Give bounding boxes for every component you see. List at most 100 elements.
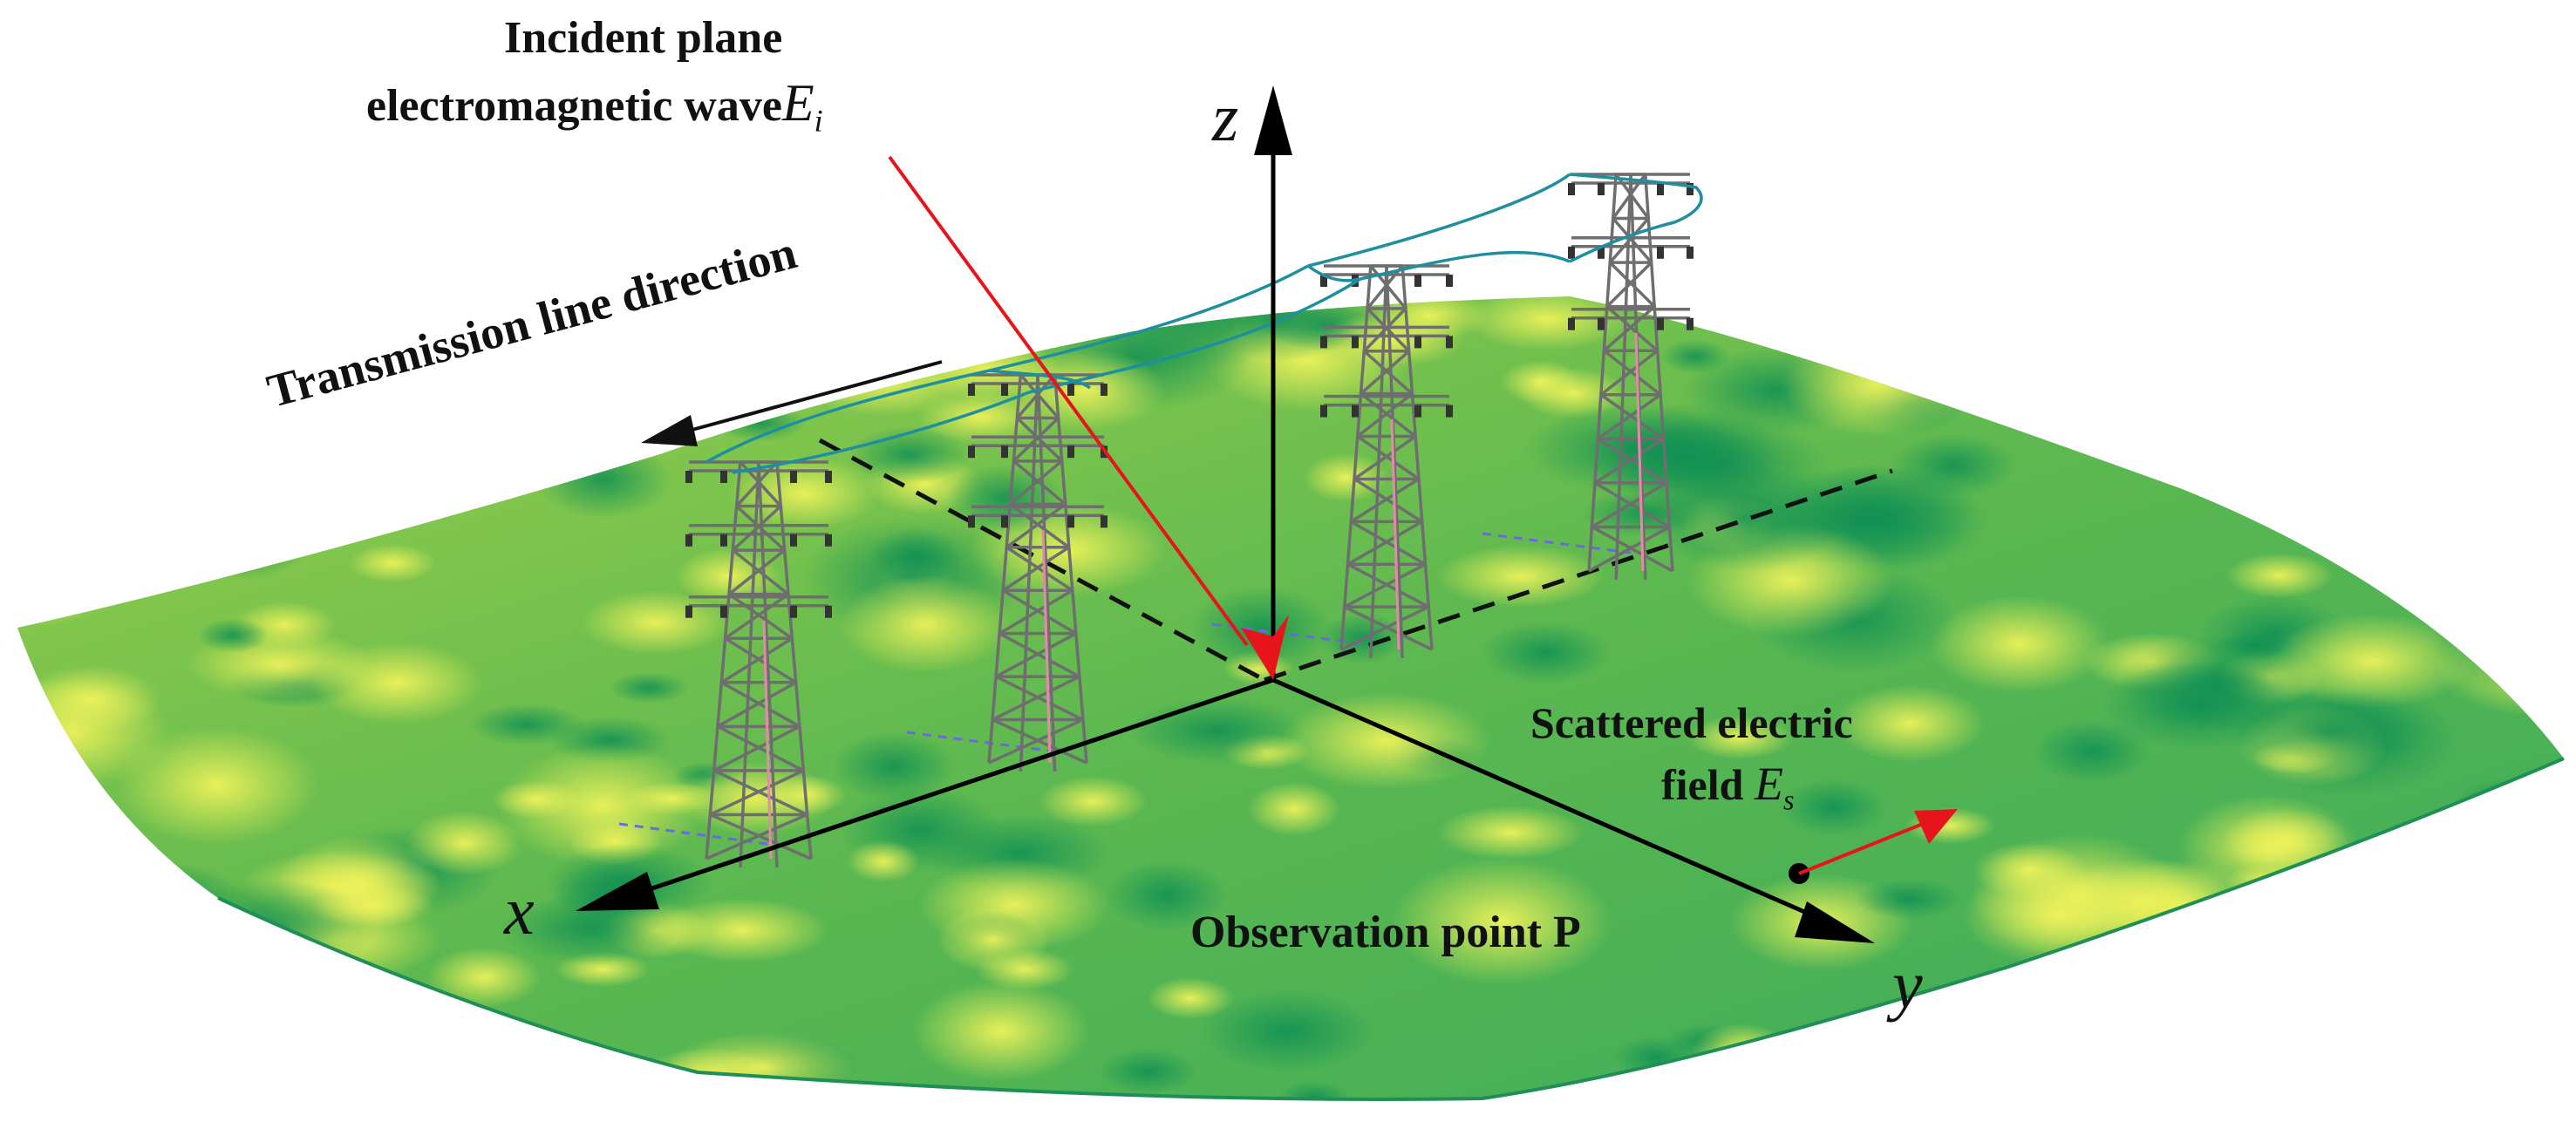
incident-wave-symbol: Ei: [781, 74, 823, 139]
terrain-bump: [937, 908, 1050, 972]
terrain-bump: [2230, 690, 2432, 773]
terrain-bump: [1099, 1049, 1198, 1094]
x-axis-line: [636, 677, 1274, 896]
tower-4: [1568, 173, 1693, 581]
transmission-direction-arrowhead: [641, 415, 698, 446]
terrain-bump: [535, 440, 671, 519]
terrain-bump: [2409, 296, 2545, 336]
terrain-bump: [1764, 296, 1872, 329]
tower-3: [1320, 264, 1453, 659]
terrain-edge: [217, 757, 2565, 1101]
terrain-bump: [832, 731, 956, 801]
terrain-bump: [1147, 977, 1234, 1019]
terrain-bump: [2455, 779, 2563, 824]
terrain-bump: [1740, 1040, 1905, 1099]
terrain-bump: [2359, 921, 2493, 972]
terrain-bump: [307, 462, 457, 525]
y-axis-line: [1271, 677, 1824, 922]
incident-wave-arrow-line: [888, 155, 1249, 647]
terrain-bump: [2483, 489, 2561, 533]
terrain-bump: [1979, 1079, 2066, 1099]
terrain-bump: [2285, 927, 2365, 965]
transmission-towers: [685, 173, 1693, 868]
scattered-field-arrow-line: [1798, 822, 1924, 875]
terrain-bump: [609, 672, 689, 704]
terrain-bump: [1782, 332, 1973, 437]
incident-wave-label-line1: Incident plane: [504, 13, 783, 63]
terrain-bump: [2331, 488, 2539, 596]
terrain-bump: [2492, 806, 2564, 855]
terrain-bump: [847, 840, 920, 882]
incident-wave-label-line2: electromagnetic waveEi: [366, 73, 823, 139]
terrain-bump: [2312, 409, 2411, 456]
terrain-bump: [1436, 545, 1605, 608]
terrain-bump: [912, 981, 1090, 1082]
terrain-bump: [17, 296, 205, 365]
terrain-bump: [2395, 340, 2541, 424]
terrain-bump: [2355, 395, 2472, 442]
terrain-bump: [405, 811, 522, 875]
terrain-bump: [152, 453, 246, 499]
y-axis-arrowhead: [1795, 901, 1875, 943]
terrain-bump: [2524, 296, 2564, 323]
terrain-bump: [235, 296, 331, 336]
terrain-bump: [2084, 964, 2281, 1071]
scattered-field-label-line1: Scattered electric: [1530, 698, 1853, 747]
terrain-bump: [17, 373, 115, 431]
terrain-bump: [1692, 1023, 1791, 1076]
terrain-bump: [848, 426, 971, 484]
terrain-bump: [2381, 527, 2518, 593]
terrain-bump: [2175, 928, 2304, 1000]
terrain-bump: [2177, 794, 2360, 901]
terrain-bump: [1660, 339, 1730, 374]
terrain-bump: [1437, 806, 1584, 860]
terrain-bump: [1970, 833, 2184, 959]
terrain-bump: [1322, 311, 1465, 367]
terrain-bump: [467, 704, 586, 745]
terrain-bump: [347, 1062, 429, 1099]
terrain-bump: [1687, 716, 1793, 759]
terrain-bump: [1464, 296, 1630, 350]
terrain-bump: [2259, 344, 2440, 439]
terrain-bump: [310, 642, 483, 724]
terrain-bump: [116, 726, 318, 845]
terrain-bump: [2209, 411, 2279, 452]
terrain-bump: [1501, 360, 1581, 404]
terrain-bump: [2034, 719, 2150, 784]
terrain-bump: [17, 520, 81, 586]
terrain-bump: [2269, 614, 2475, 708]
terrain-bump: [1190, 587, 1333, 670]
terrain-bump: [1200, 990, 1376, 1072]
terrain-bump: [492, 780, 581, 819]
incident-wave-label-text: electromagnetic wave: [366, 81, 782, 131]
terrain-bump: [2468, 296, 2553, 323]
terrain-bump: [426, 947, 542, 1008]
terrain-bump: [2225, 553, 2334, 598]
terrain-bump: [1647, 296, 1721, 316]
terrain-bump: [393, 397, 489, 437]
dashed-line-y: [1264, 468, 1893, 683]
incident-wave-arrowhead: [1241, 615, 1289, 680]
terrain-bump: [498, 745, 707, 867]
terrain-bump: [1248, 782, 1340, 836]
terrain-bump: [1281, 692, 1490, 790]
tower-2: [968, 373, 1107, 772]
tower-1: [685, 460, 832, 868]
terrain-bump: [22, 665, 161, 733]
scattered-field-symbol: Es: [1754, 758, 1795, 817]
terrain-bump: [1857, 879, 1961, 919]
scattered-field-label-text: field: [1661, 760, 1744, 809]
observation-point-label: Observation point P: [1190, 908, 1581, 957]
transmission-direction-arrow-line: [688, 360, 943, 432]
terrain-bump: [1781, 779, 1887, 836]
scattered-field-arrowhead: [1914, 809, 1958, 844]
axis-label-y: y: [1892, 947, 1923, 1023]
axis-label-z: z: [1212, 79, 1239, 155]
terrain-bump: [1482, 622, 1611, 684]
terrain-bump: [1106, 860, 1228, 931]
terrain-bump: [1391, 858, 1612, 985]
terrain-bump: [88, 469, 236, 541]
terrain-bump: [1648, 464, 1843, 572]
